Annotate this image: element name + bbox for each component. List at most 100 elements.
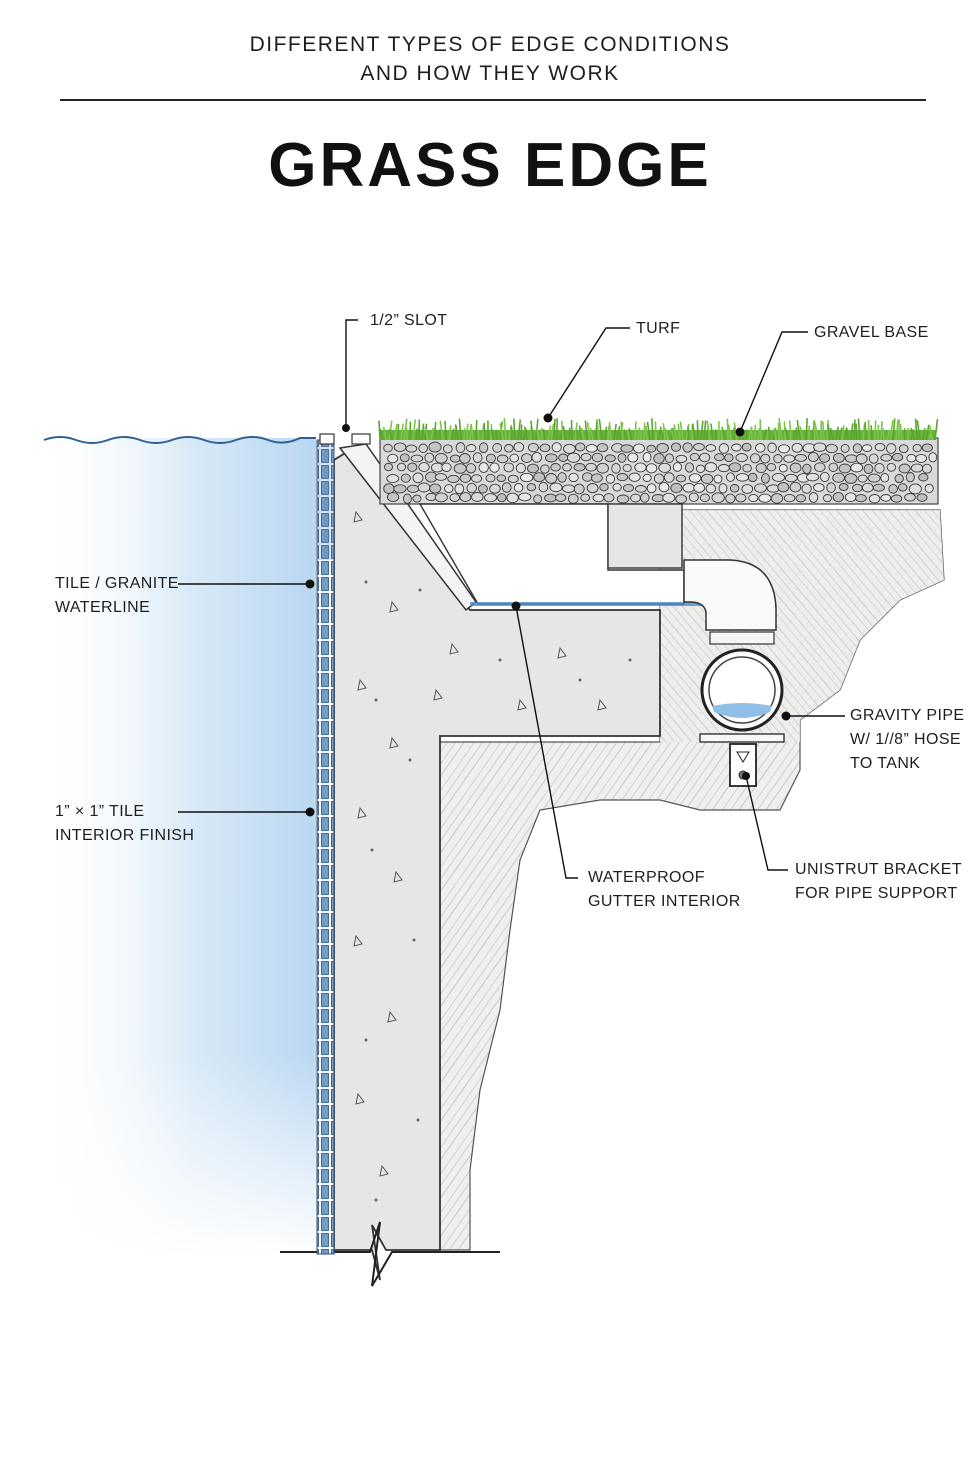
gravel-stone <box>585 462 597 472</box>
gravel-stone <box>444 484 454 494</box>
turf-blade <box>796 419 801 441</box>
gravel-stone <box>789 481 802 493</box>
gravel-stone <box>573 483 585 495</box>
gravel-stone <box>611 462 621 474</box>
turf-blade <box>783 421 786 441</box>
gravel-stone <box>778 463 788 473</box>
tile-interior-finish <box>316 439 335 1255</box>
gravel-stone <box>857 474 868 483</box>
turf-blade <box>604 426 608 441</box>
gravel-stone <box>855 453 868 465</box>
gravel-stone <box>483 493 498 503</box>
gravel-stone <box>825 443 838 454</box>
label-gravity-pipe: GRAVITY PIPE W/ 1//8” HOSE TO TANK <box>850 707 965 772</box>
turf-blade <box>822 421 825 441</box>
gravel-stone <box>605 474 616 484</box>
gravel-stone <box>874 442 886 452</box>
gravel-stone <box>603 493 615 503</box>
gravel-stone <box>503 462 515 473</box>
turf-blade <box>829 427 834 441</box>
turf-blade <box>619 422 624 441</box>
turf-blade <box>637 427 641 441</box>
turf-blade <box>853 419 856 441</box>
gravel-stone <box>653 453 665 464</box>
label-waterproof-gutter: WATERPROOF GUTTER INTERIOR <box>588 869 741 910</box>
gravel-stone <box>573 463 586 472</box>
gravel-stone <box>755 443 766 453</box>
turf-blade <box>458 418 462 441</box>
turf-blade <box>616 425 621 441</box>
gravel-stone <box>915 453 928 463</box>
gravel-stone <box>562 463 572 472</box>
gravel-stone <box>513 483 524 493</box>
gravel-stone <box>418 462 430 473</box>
gravel-stone <box>406 484 420 493</box>
gravel-stone <box>693 443 705 451</box>
gravel-stone <box>551 442 562 453</box>
gravel-stone <box>478 442 489 454</box>
turf-blade <box>379 429 384 441</box>
gravel-stone <box>791 442 803 453</box>
leader-lines <box>178 319 845 879</box>
coping-block-left <box>319 433 335 445</box>
gravel-stone <box>533 494 543 504</box>
gravel-stone <box>682 483 696 493</box>
turf-blade <box>673 424 678 441</box>
gravel-stone <box>822 494 833 503</box>
gravel-stone <box>466 482 477 494</box>
gravel-stone <box>726 472 735 482</box>
gravel-stone <box>489 462 500 473</box>
gravel-stone <box>801 483 812 494</box>
turf-blade <box>589 427 594 441</box>
gravel-stone <box>501 482 512 493</box>
turf-blade <box>400 423 404 441</box>
gravel-stone <box>620 444 634 453</box>
turf-blade <box>889 419 894 441</box>
supertitle-line-2: AND HOW THEY WORK <box>360 62 620 85</box>
gravel-stone <box>400 473 411 483</box>
gravel-stone <box>580 452 592 462</box>
gravel-stone <box>777 482 790 493</box>
gravel-stone <box>819 471 830 483</box>
turf-blade <box>874 420 877 441</box>
gravel-stone <box>894 474 904 484</box>
turf-blade <box>784 427 789 441</box>
gravel-stone <box>628 472 641 482</box>
gravel-stone <box>735 453 748 463</box>
gravel-stone <box>642 473 652 482</box>
gravel-stone <box>675 454 688 463</box>
gravel-stone <box>478 462 489 473</box>
gravel-stone <box>520 472 534 483</box>
gravel-stone <box>729 484 740 493</box>
turf-blade <box>523 426 528 441</box>
gravel-stone <box>705 444 717 452</box>
gravel-stone <box>682 442 693 453</box>
gravel-stone <box>886 443 897 454</box>
gravel-stone <box>489 483 501 494</box>
unistrut-bracket <box>729 743 757 787</box>
gravel-stone <box>838 463 852 474</box>
turf-blade <box>812 421 816 441</box>
turf-blade <box>562 426 567 441</box>
gravel-stone <box>904 493 916 502</box>
turf-blade <box>841 425 845 441</box>
gravel-stone <box>580 493 591 502</box>
gravel-stone <box>557 472 567 483</box>
gravel-stone <box>633 443 645 454</box>
gravel-stone <box>802 463 812 475</box>
gravel-stone <box>912 443 922 453</box>
gravel-stone <box>646 444 657 453</box>
turf-blade <box>463 428 466 441</box>
turf-blade <box>421 423 425 441</box>
gravel-stone <box>874 462 885 474</box>
gravel-stone <box>664 453 674 464</box>
turf-blade <box>892 418 896 441</box>
gravel-stone <box>434 473 448 481</box>
gravel-stone <box>761 473 770 484</box>
gravel-stone <box>417 482 431 493</box>
turf-blade <box>513 418 516 441</box>
gravel-stone <box>728 462 742 473</box>
gravel-stone <box>844 473 858 484</box>
gravel-stone <box>599 483 609 492</box>
gravel-stone <box>466 444 477 453</box>
